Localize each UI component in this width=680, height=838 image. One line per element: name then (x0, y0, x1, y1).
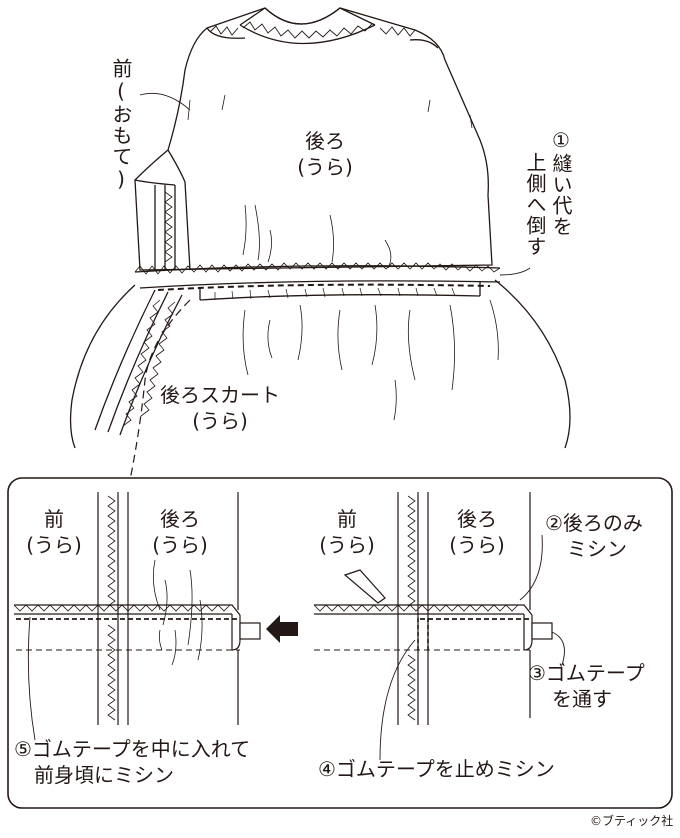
step4-text: ④ゴムテープを止めミシン (318, 757, 555, 781)
elastic-tape-left (239, 622, 261, 640)
back-label-main: 後ろ(うら) (297, 129, 353, 179)
waist-band-bottom (139, 280, 501, 289)
detail-right-drawing (313, 492, 565, 761)
detail-right-front-label: 前(うら) (319, 507, 375, 557)
band-top-right (314, 604, 533, 616)
front-side-panel (167, 149, 191, 271)
band-top-left (14, 604, 241, 616)
front-label-main: 前(おもて) (109, 58, 133, 192)
step1-line1: ①縫い代を (549, 128, 573, 237)
arrow-icon (266, 615, 298, 643)
detail-left-front-label: 前(うら) (26, 507, 82, 557)
garment-main (69, 7, 571, 481)
step2-text: ②後ろのみミシン (545, 511, 643, 561)
detail-right-back-label: 後ろ(うら) (449, 507, 505, 557)
waist-band-top (134, 265, 501, 273)
skirt-outline (69, 279, 571, 449)
side-seam (154, 185, 176, 270)
copyright-text: ©ブティック社 (590, 814, 674, 828)
step5-line1: ⑤ゴムテープを中に入れて (14, 737, 251, 761)
step5-line2: 前身頃にミシン (34, 763, 174, 787)
step1-line2: 上側へ倒す (523, 152, 547, 257)
guide-dashed-line (129, 299, 191, 481)
neckline (264, 7, 341, 25)
detail-left-back-label: 後ろ(うら) (152, 507, 208, 557)
elastic-tape-right (531, 622, 553, 640)
detail-panel (7, 477, 673, 809)
step3-text: ③ゴムテープを通す (528, 661, 645, 711)
detail-left-drawing (13, 492, 261, 741)
waist-stitch (157, 283, 491, 291)
skirt-label: 後ろスカート(うら) (160, 383, 280, 433)
